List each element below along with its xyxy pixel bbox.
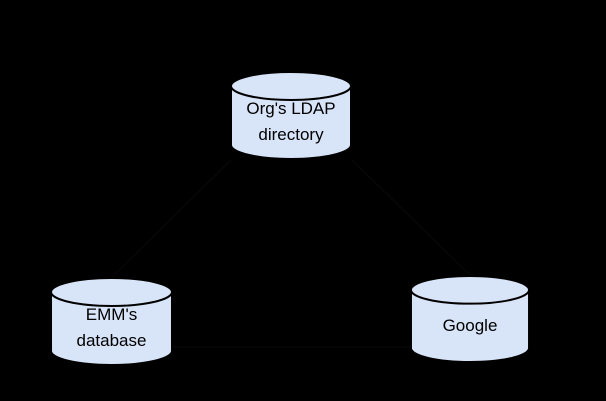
- node-label-line: Org's LDAP: [246, 99, 336, 118]
- node-label: EMM's database: [50, 277, 173, 365]
- node-label: Org's LDAP directory: [230, 71, 352, 159]
- connector-line: [111, 159, 232, 278]
- database-cylinder-icon: [50, 277, 173, 365]
- node-google: Google: [410, 275, 530, 362]
- node-label-line: directory: [258, 125, 324, 144]
- node-label-line: Google: [442, 315, 498, 335]
- connector-line: [351, 159, 471, 276]
- node-emm-database: EMM's database: [50, 277, 173, 365]
- node-label: Google: [410, 275, 530, 362]
- node-org-ldap-directory: Org's LDAP directory: [230, 71, 352, 159]
- database-cylinder-icon: [230, 71, 352, 159]
- node-label-line: EMM's: [85, 305, 138, 324]
- node-label-line: database: [76, 331, 147, 350]
- database-cylinder-icon: [410, 275, 530, 362]
